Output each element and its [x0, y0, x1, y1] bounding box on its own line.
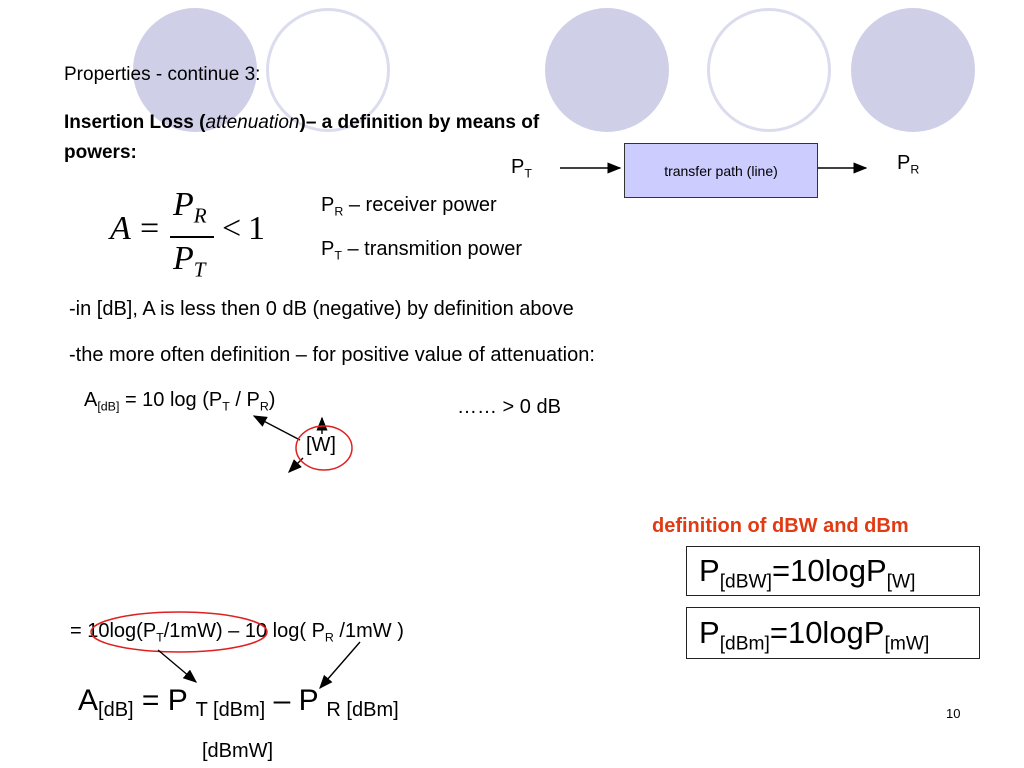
- transfer-path-box: transfer path (line): [624, 143, 818, 198]
- dbm-term-highlight-ellipse: [90, 611, 268, 653]
- properties-heading: Properties - continue 3:: [64, 64, 261, 85]
- decor-circle-3: [545, 8, 669, 132]
- formula-lhs: A: [110, 210, 131, 247]
- unit-dbmw-label: [dBmW]: [202, 740, 274, 762]
- eq2-arrow-pr-term: [319, 641, 361, 690]
- legend-transmission-power: PT – transmition power: [321, 238, 522, 263]
- diagram-pt-label: PT: [511, 156, 532, 181]
- dbw-definition-text: P[dBW]=10logP[W]: [699, 553, 916, 593]
- watt-highlight-ellipse: [295, 425, 353, 471]
- equation-dbm-expansion: = 10log(PT/1mW) – 10 log( PR /1mW ): [70, 620, 404, 645]
- unit-watt-label: [W]: [306, 434, 336, 456]
- dbm-definition-box: P[dBm]=10logP[mW]: [686, 607, 980, 659]
- slide-title: Insertion Loss (attenuation)– a definiti…: [64, 112, 540, 163]
- formula-denominator: PT: [173, 240, 206, 282]
- equation-attenuation-db: A[dB] = 10 log (PT / PR): [84, 389, 276, 414]
- eq1-arrow-to-pt: [252, 415, 301, 441]
- formula-less-than: <: [222, 210, 242, 247]
- legend-receiver-power: PR – receiver power: [321, 194, 497, 219]
- dbw-definition-box: P[dBW]=10logP[W]: [686, 546, 980, 596]
- formula-equals: =: [140, 210, 160, 247]
- eq2-arrow-pt-term: [157, 649, 198, 683]
- dbw-dbm-definition-title: definition of dBW and dBm: [652, 515, 909, 537]
- equation-attenuation-dbm: A[dB] = P T [dBm] – P R [dBm]: [78, 684, 399, 721]
- body-line-1: -in [dB], A is less then 0 dB (negative)…: [69, 298, 574, 320]
- decor-circle-5: [851, 8, 975, 132]
- body-line-2: -the more often definition – for positiv…: [69, 344, 595, 366]
- decor-circle-1: [133, 8, 257, 132]
- formula-fraction-bar: [170, 236, 214, 238]
- decor-circle-4: [707, 8, 831, 132]
- formula-numerator: PR: [173, 186, 207, 228]
- transfer-path-label: transfer path (line): [664, 162, 778, 179]
- dbm-definition-text: P[dBm]=10logP[mW]: [699, 615, 930, 655]
- equation-positive-note: …… > 0 dB: [457, 396, 561, 418]
- decor-circle-2: [266, 8, 390, 132]
- diagram-pr-label: PR: [897, 152, 920, 177]
- formula-one: 1: [248, 210, 265, 247]
- page-number: 10: [946, 706, 961, 721]
